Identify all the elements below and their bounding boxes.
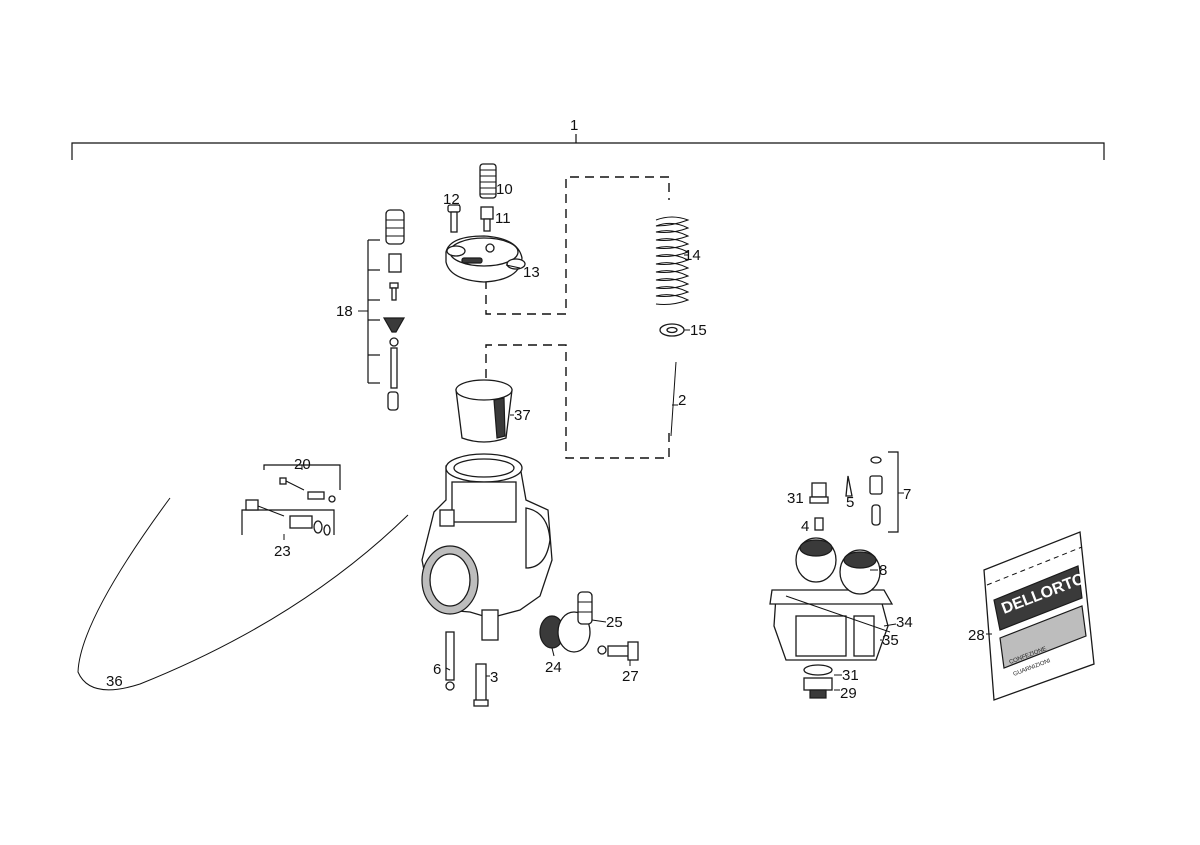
- callout-1: 1: [570, 117, 578, 134]
- assembly-bracket: [71, 134, 1105, 160]
- part-35-float-chamber: [769, 589, 894, 661]
- callout-4: 4: [801, 518, 809, 535]
- part-8-float: [795, 537, 881, 595]
- part-13-top-cover: [445, 235, 526, 283]
- part-25-fuel-banjo: [557, 591, 593, 653]
- callout-6: 6: [433, 661, 441, 678]
- part-18-choke-assembly: [358, 209, 406, 411]
- callout-8: 8: [879, 562, 887, 579]
- callout-23: 23: [274, 543, 291, 560]
- callout-5: 5: [846, 494, 854, 511]
- callout-31-top: 31: [787, 490, 804, 507]
- callout-3: 3: [490, 669, 498, 686]
- callout-37: 37: [514, 407, 531, 424]
- callout-31-bottom: 31: [842, 667, 859, 684]
- callout-20: 20: [294, 456, 311, 473]
- part-5-jet: [845, 475, 853, 497]
- callout-24: 24: [545, 659, 562, 676]
- part-27-banjo-bolt: [597, 641, 639, 661]
- callout-labels: 1 10 12 11 13 14 15 18 2 37 20 23 25 24 …: [106, 117, 985, 702]
- part-37-throttle-slide: [455, 379, 513, 443]
- callout-25: 25: [606, 614, 623, 631]
- part-23-air-screw-set: [241, 499, 335, 540]
- part-12-screw: [447, 204, 461, 233]
- part-2-needle: [670, 361, 677, 437]
- callout-36: 36: [106, 673, 123, 690]
- part-29-drain-plug: [803, 677, 833, 699]
- part-34-gasket: [785, 595, 891, 633]
- part-4-nozzle: [814, 517, 824, 531]
- part-20-idle-screw-set: [263, 464, 341, 503]
- callout-12: 12: [443, 191, 460, 208]
- part-28-gasket-set-package: DELLORTO CONFEZIONE GUARNIZIONI: [983, 531, 1095, 701]
- part-14-spring: [655, 216, 690, 305]
- callout-27: 27: [622, 668, 639, 685]
- part-7-float-kit: [869, 451, 904, 533]
- part-3-screw: [473, 663, 489, 707]
- callout-14: 14: [684, 247, 701, 264]
- main-carburetor-body: [421, 453, 553, 641]
- callout-34: 34: [896, 614, 913, 631]
- callout-11: 11: [495, 210, 511, 227]
- part-11-nut: [480, 206, 494, 232]
- callout-10: 10: [496, 181, 513, 198]
- part-31-jet-holder: [809, 482, 829, 504]
- callout-15: 15: [690, 322, 707, 339]
- callout-13: 13: [523, 264, 540, 281]
- part-15-needle-clip: [659, 323, 685, 337]
- part-10-adjuster-screw: [479, 163, 497, 199]
- callout-7: 7: [903, 486, 911, 503]
- leader-lines: [445, 204, 992, 691]
- callout-28: 28: [968, 627, 985, 644]
- callout-2: 2: [678, 392, 686, 409]
- part-31-drain-washer: [803, 664, 833, 676]
- callout-18: 18: [336, 303, 353, 320]
- part-6-jet: [445, 631, 455, 691]
- callout-35: 35: [882, 632, 899, 649]
- part-36-cable: [77, 497, 409, 691]
- callout-29: 29: [840, 685, 857, 702]
- dashed-connectors: [485, 176, 670, 459]
